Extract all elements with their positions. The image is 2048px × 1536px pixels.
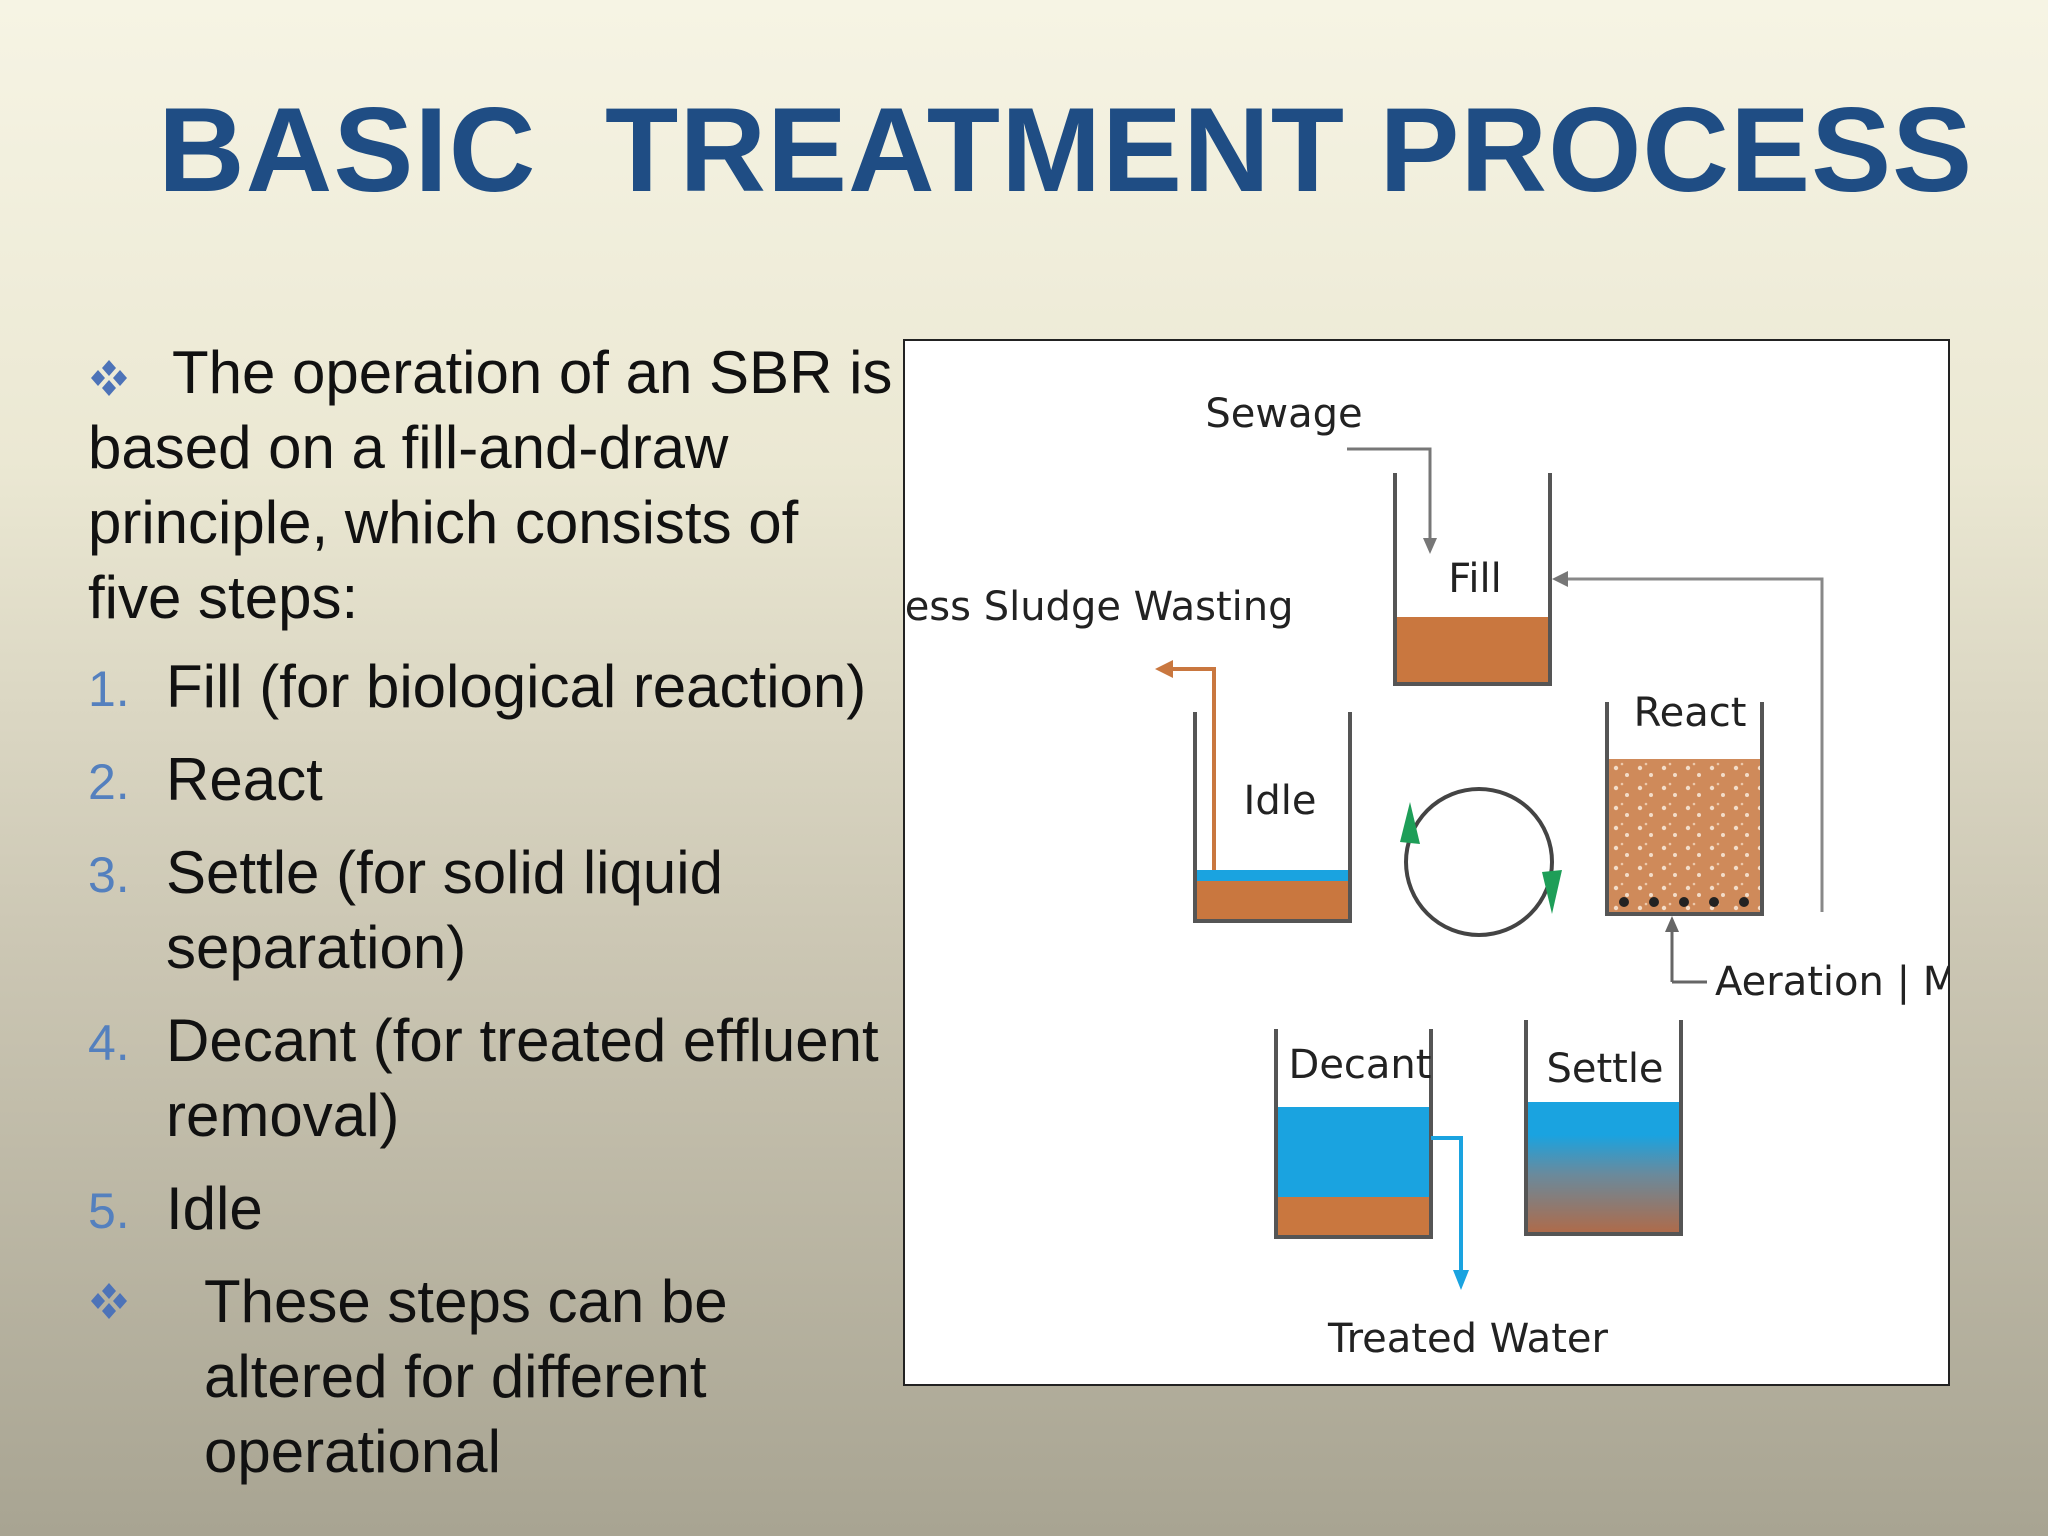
- decant-sludge: [1276, 1197, 1431, 1237]
- sludge-waste-arrow-icon: [1155, 660, 1173, 678]
- sewage-label: Sewage: [1205, 391, 1362, 437]
- aerator-dot: [1679, 897, 1689, 907]
- idle-sludge: [1195, 881, 1350, 921]
- idle-label: Idle: [1244, 778, 1317, 824]
- fill-label: Fill: [1448, 556, 1501, 602]
- aeration-mixing-label: Aeration | Mixing: [1715, 959, 1948, 1005]
- decant-water: [1276, 1107, 1431, 1197]
- cycle-arrow-down-icon: [1542, 870, 1562, 914]
- list-item: 4. Decant (for treated effluent removal): [88, 1003, 908, 1153]
- return-arrow-icon: [1552, 571, 1568, 587]
- decant-tank: Decant Treated Water: [1274, 1029, 1608, 1362]
- list-item-text: Settle (for solid liquid separation): [166, 839, 723, 981]
- list-number: 2.: [88, 754, 130, 810]
- closing-text: These steps can be altered for different…: [204, 1268, 728, 1485]
- idle-tank: Idle: [1193, 712, 1352, 923]
- idle-tank-walls: [1193, 712, 1352, 923]
- react-tank: React: [1605, 690, 1764, 916]
- list-number: 5.: [88, 1183, 130, 1239]
- list-item: 2. React: [88, 742, 908, 817]
- list-item: 5. Idle: [88, 1171, 908, 1246]
- list-item-text: Decant (for treated effluent removal): [166, 1007, 879, 1149]
- list-item-text: Fill (for biological reaction): [166, 653, 867, 720]
- steps-list: 1. Fill (for biological reaction) 2. Rea…: [88, 649, 908, 1246]
- decant-label: Decant: [1289, 1042, 1432, 1088]
- aerator-dot: [1739, 897, 1749, 907]
- sbr-diagram-canvas: Fill Sewage React Ae: [905, 391, 1948, 1362]
- intro-text: The operation of an SBR is based on a fi…: [88, 339, 893, 631]
- closing-bullet: These steps can be altered for different…: [88, 1264, 908, 1489]
- aerator-dot: [1709, 897, 1719, 907]
- list-number: 1.: [88, 661, 130, 717]
- sewage-pipe: [1347, 447, 1432, 540]
- sludge-waste-pipe: [1173, 667, 1216, 870]
- cycle-arrow-up-icon: [1400, 802, 1420, 844]
- react-aerated-mix: [1607, 759, 1762, 914]
- list-item: 3. Settle (for solid liquid separation): [88, 835, 908, 985]
- excess-sludge-label: Excess Sludge Wasting: [905, 584, 1294, 630]
- idle-water-layer: [1195, 870, 1350, 881]
- aeration-arrow-icon: [1665, 916, 1679, 932]
- fill-sludge: [1395, 617, 1550, 684]
- list-item: 1. Fill (for biological reaction): [88, 649, 908, 724]
- fill-tank-walls: [1393, 473, 1552, 686]
- treated-water-label: Treated Water: [1327, 1316, 1608, 1362]
- intro-bullet: The operation of an SBR is based on a fi…: [88, 335, 908, 635]
- return-line: [1552, 571, 1824, 912]
- slide-title: BASIC TREATMENT PROCESS: [158, 83, 1974, 217]
- sewage-inflow: Sewage: [1205, 391, 1437, 554]
- list-item-text: React: [166, 746, 323, 813]
- cycle-arrows: [1400, 787, 1562, 937]
- decant-tank-walls: [1274, 1029, 1433, 1239]
- aerator-dot: [1649, 897, 1659, 907]
- list-number: 4.: [88, 1015, 130, 1071]
- aeration-mixing: Aeration | Mixing: [1665, 916, 1948, 1005]
- sbr-cycle-diagram: Fill Sewage React Ae: [903, 339, 1950, 1386]
- list-item-text: Idle: [166, 1175, 263, 1242]
- cycle-circle: [1404, 787, 1554, 937]
- settle-layers: [1526, 1102, 1681, 1234]
- diamond-bullet-icon: [88, 357, 130, 399]
- settle-tank: Settle: [1524, 1020, 1683, 1236]
- treated-water-pipe: [1431, 1136, 1463, 1272]
- sewage-arrow-icon: [1423, 538, 1437, 554]
- aerator-dot: [1619, 897, 1629, 907]
- list-number: 3.: [88, 847, 130, 903]
- react-label: React: [1634, 690, 1747, 736]
- diamond-bullet-icon: [88, 1280, 130, 1322]
- fill-tank: Fill: [1393, 473, 1552, 686]
- treated-water-arrow-icon: [1453, 1270, 1469, 1290]
- excess-sludge-wasting: Excess Sludge Wasting: [905, 584, 1294, 870]
- settle-tank-walls: [1524, 1020, 1683, 1236]
- return-pipe: [1567, 577, 1824, 912]
- settle-label: Settle: [1546, 1046, 1663, 1092]
- react-tank-walls: [1605, 702, 1764, 916]
- slide-body: The operation of an SBR is based on a fi…: [88, 335, 908, 1489]
